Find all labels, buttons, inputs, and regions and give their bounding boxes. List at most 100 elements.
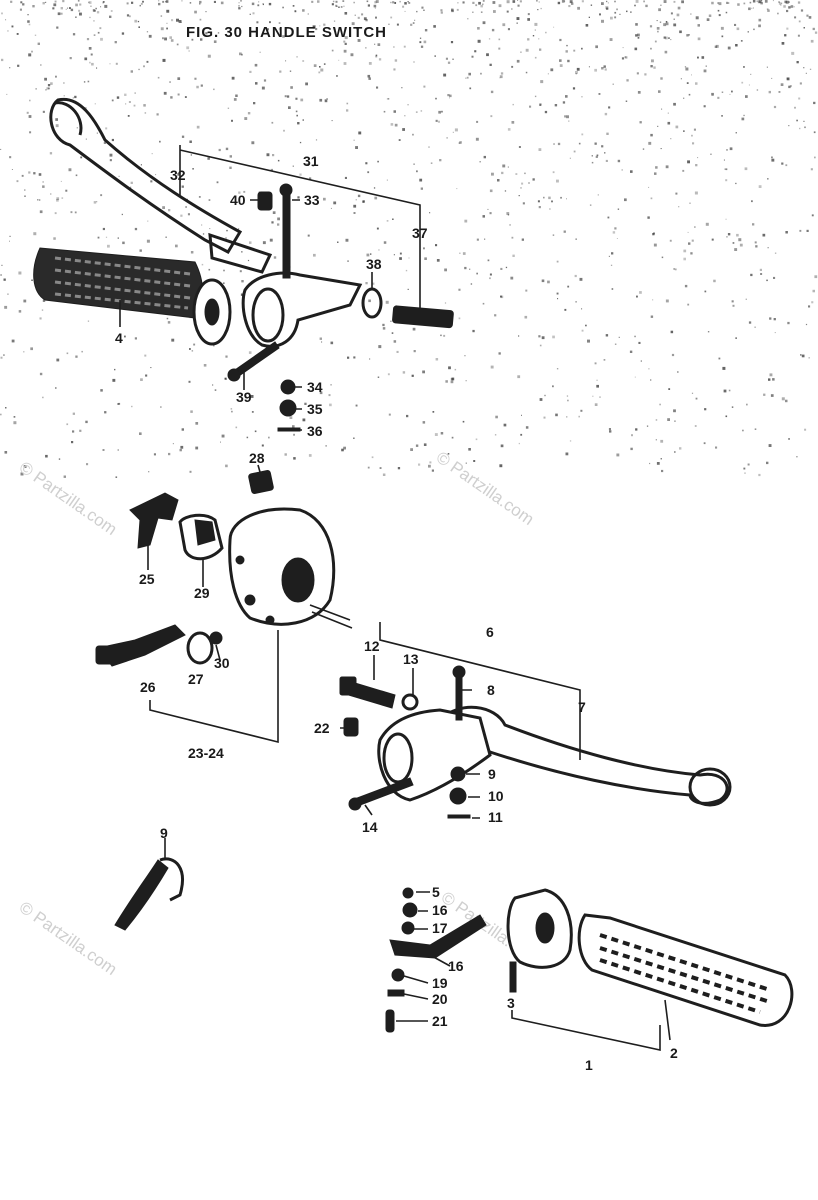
speckle-dot	[421, 6, 424, 9]
speckle-dot	[682, 169, 685, 172]
speckle-dot	[331, 120, 333, 122]
speckle-dot	[251, 411, 254, 413]
speckle-dot	[31, 50, 33, 53]
speckle-dot	[725, 415, 728, 418]
speckle-dot	[217, 32, 220, 34]
speckle-dot	[199, 0, 202, 4]
speckle-dot	[499, 464, 503, 468]
speckle-dot	[744, 472, 746, 474]
speckle-dot	[307, 13, 309, 15]
speckle-dot	[422, 370, 425, 374]
speckle-dot	[687, 303, 690, 306]
speckle-dot	[249, 70, 252, 73]
screw-5	[402, 887, 414, 899]
speckle-dot	[311, 0, 314, 3]
label-10: 10	[488, 788, 504, 804]
speckle-dot	[644, 73, 647, 76]
speckle-dot	[471, 55, 474, 58]
speckle-dot	[294, 10, 297, 13]
speckle-dot	[148, 471, 150, 473]
speckle-dot	[277, 159, 280, 162]
speckle-dot	[788, 125, 790, 127]
speckle-dot	[459, 141, 462, 144]
speckle-dot	[754, 241, 757, 244]
speckle-dot	[302, 119, 304, 121]
speckle-dot	[277, 217, 280, 221]
speckle-dot	[336, 5, 338, 7]
speckle-dot	[158, 0, 160, 2]
speckle-dot	[545, 31, 547, 34]
speckle-dot	[490, 90, 494, 94]
speckle-dot	[390, 16, 393, 19]
speckle-dot	[220, 1, 224, 5]
speckle-dot	[355, 404, 358, 407]
speckle-dot	[598, 93, 601, 95]
speckle-dot	[512, 103, 514, 106]
speckle-dot	[121, 32, 125, 35]
speckle-dot	[437, 120, 440, 123]
speckle-dot	[560, 196, 562, 199]
speckle-dot	[165, 0, 169, 3]
speckle-dot	[725, 218, 727, 220]
speckle-dot	[482, 21, 486, 25]
speckle-dot	[812, 27, 815, 31]
speckle-dot	[9, 156, 12, 159]
speckle-dot	[189, 348, 191, 350]
speckle-dot	[721, 115, 723, 117]
speckle-dot	[68, 168, 72, 172]
speckle-dot	[282, 35, 285, 38]
speckle-dot	[660, 77, 663, 80]
speckle-dot	[338, 6, 340, 8]
speckle-dot	[45, 1, 47, 3]
speckle-dot	[507, 28, 510, 31]
speckle-dot	[459, 252, 461, 254]
speckle-dot	[17, 64, 20, 67]
speckle-dot	[735, 337, 737, 339]
speckle-dot	[781, 162, 784, 165]
speckle-dot	[624, 56, 627, 58]
speckle-dot	[369, 358, 371, 360]
speckle-dot	[55, 387, 57, 389]
speckle-dot	[5, 407, 7, 409]
speckle-dot	[653, 66, 656, 69]
speckle-dot	[652, 299, 654, 301]
speckle-dot	[208, 199, 211, 201]
speckle-dot	[476, 272, 478, 275]
speckle-dot	[726, 236, 728, 238]
speckle-dot	[213, 345, 215, 347]
speckle-dot	[205, 11, 207, 13]
speckle-dot	[603, 65, 606, 68]
speckle-dot	[372, 282, 375, 285]
speckle-dot	[408, 257, 410, 259]
speckle-dot	[737, 3, 740, 6]
label-7: 7	[578, 699, 586, 715]
speckle-dot	[188, 380, 191, 383]
speckle-dot	[703, 69, 707, 73]
speckle-dot	[541, 336, 545, 340]
speckle-dot	[307, 234, 310, 237]
speckle-dot	[96, 11, 100, 14]
speckle-dot	[566, 416, 568, 418]
speckle-dot	[238, 7, 241, 10]
speckle-dot	[741, 117, 745, 121]
speckle-dot	[731, 300, 734, 303]
speckle-dot	[510, 276, 514, 280]
speckle-dot	[382, 323, 385, 327]
speckle-dot	[569, 0, 573, 4]
speckle-dot	[663, 23, 667, 27]
speckle-dot	[695, 82, 698, 85]
speckle-dot	[564, 308, 567, 311]
speckle-dot	[596, 379, 598, 381]
speckle-dot	[213, 0, 216, 3]
speckle-dot	[494, 434, 497, 436]
speckle-dot	[87, 80, 90, 83]
speckle-dot	[7, 293, 9, 295]
speckle-dot	[502, 164, 506, 168]
speckle-dot	[250, 395, 254, 398]
speckle-dot	[54, 0, 57, 3]
speckle-dot	[86, 38, 90, 41]
speckle-dot	[729, 93, 731, 95]
speckle-dot	[559, 38, 562, 42]
speckle-dot	[180, 21, 182, 23]
speckle-dot	[534, 29, 536, 31]
